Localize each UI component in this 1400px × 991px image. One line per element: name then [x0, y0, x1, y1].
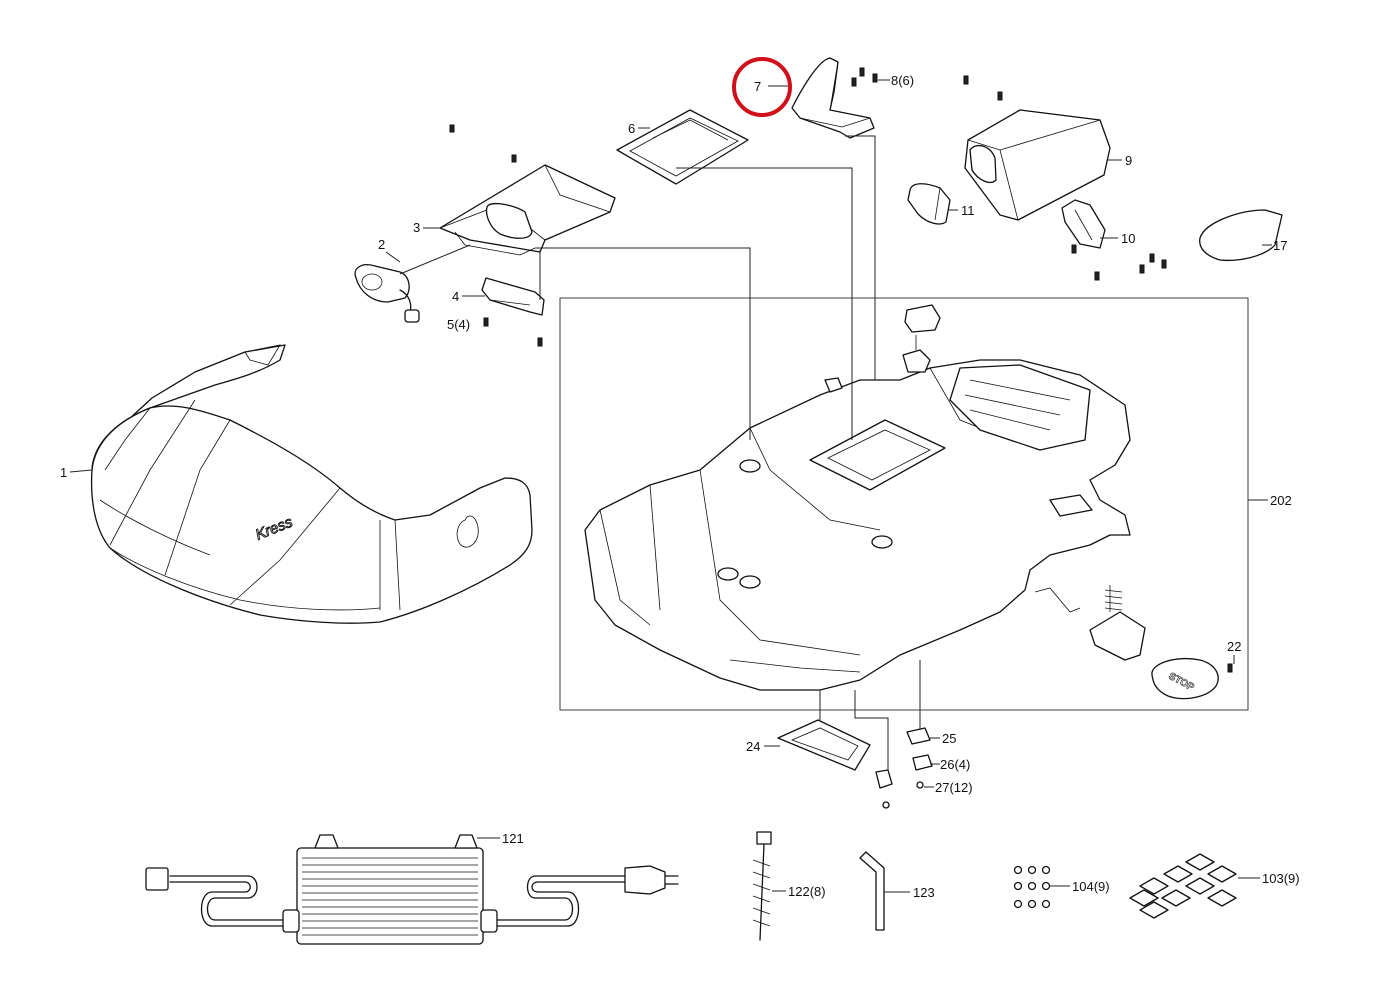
stop-button-assembly: STOP	[1034, 585, 1219, 700]
callout-22: 22	[1227, 639, 1241, 654]
callout-5: 5(4)	[447, 317, 470, 332]
callout-17: 17	[1273, 238, 1287, 253]
callout-121: 121	[502, 831, 524, 846]
switch-assembly	[902, 304, 941, 373]
part-17-pad	[1199, 209, 1283, 262]
callout-2: 2	[378, 237, 385, 252]
callout-9: 9	[1125, 153, 1132, 168]
callout-10: 10	[1121, 231, 1135, 246]
loose-screws	[449, 67, 1233, 673]
part-6-gasket	[616, 109, 749, 185]
part-11-knob	[907, 183, 951, 225]
part-104-screws	[1013, 865, 1051, 909]
lower-small-parts	[777, 719, 933, 809]
part-9-rear-module	[964, 109, 1111, 221]
part-10-latch	[1061, 199, 1106, 249]
callout-104: 104(9)	[1072, 879, 1110, 894]
callout-122: 122(8)	[788, 884, 826, 899]
leader-lines	[69, 79, 1272, 893]
part-103-clips	[1129, 853, 1237, 919]
callout-1: 1	[60, 465, 67, 480]
callout-4: 4	[452, 289, 459, 304]
part-122-peg	[752, 831, 772, 941]
callout-labels: 1 2 3 4 5(4) 6 7 8(6) 9 10 11 17 22 24 2…	[60, 73, 1300, 900]
part-202-chassis	[559, 297, 1249, 711]
part-2-light-unit	[354, 264, 420, 323]
part-4-bracket	[481, 277, 545, 316]
callout-103: 103(9)	[1262, 871, 1300, 886]
callout-7: 7	[754, 79, 761, 94]
callout-3: 3	[413, 220, 420, 235]
chassis-group-frame	[559, 297, 1249, 711]
callout-27: 27(12)	[935, 780, 973, 795]
callout-24: 24	[746, 739, 760, 754]
callout-202: 202	[1270, 493, 1292, 508]
highlight-circle-part-7	[732, 57, 792, 117]
callout-6: 6	[628, 121, 635, 136]
part-1-top-cover: Kress	[90, 344, 533, 624]
callout-26: 26(4)	[940, 757, 970, 772]
callout-25: 25	[942, 731, 956, 746]
callout-8: 8(6)	[891, 73, 914, 88]
power-supply-fins	[302, 857, 478, 936]
callout-123: 123	[913, 885, 935, 900]
part-121-power-supply	[145, 834, 679, 945]
callout-11: 11	[961, 203, 975, 218]
part-7-handle	[791, 57, 875, 139]
part-3-front-module	[439, 164, 616, 256]
part-123-hex-key	[859, 851, 885, 931]
